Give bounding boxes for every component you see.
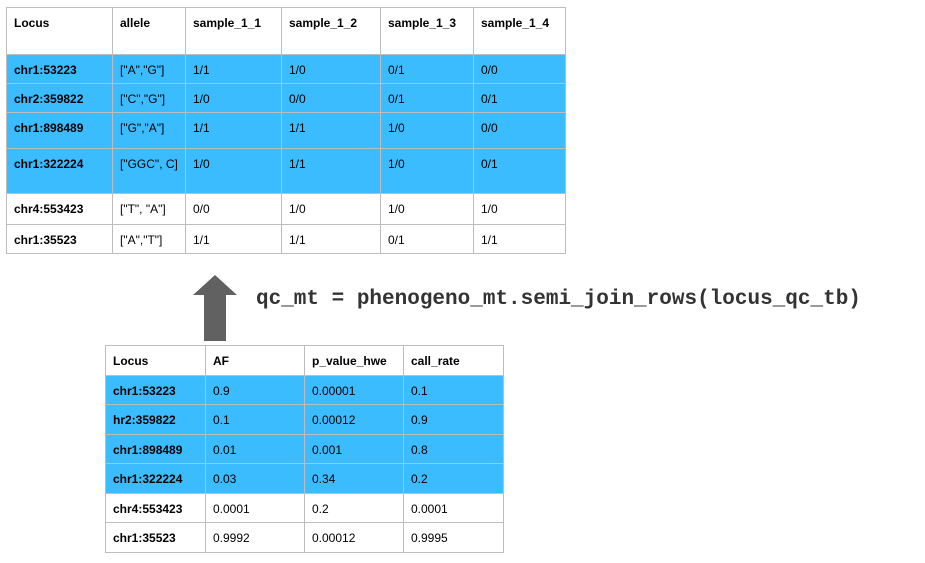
- genotype-cell: 1/0: [281, 54, 381, 84]
- genotype-cell: 1/1: [473, 224, 566, 254]
- table-row: chr1:322224 ["GGC", C] 1/0 1/1 1/0 0/1: [6, 148, 566, 194]
- locus-cell: chr1:35523: [105, 522, 206, 553]
- genotype-cell: 0/0: [473, 112, 566, 149]
- locus-cell: hr2:359822: [105, 404, 206, 435]
- column-header-sample-1-4: sample_1_4: [473, 7, 566, 55]
- table-row: chr1:322224 0.03 0.34 0.2: [105, 463, 504, 494]
- column-header-locus: Locus: [105, 345, 206, 376]
- table-row: chr1:898489 0.01 0.001 0.8: [105, 433, 504, 464]
- locus-cell: chr4:553423: [6, 193, 113, 225]
- locus-cell: chr4:553423: [105, 492, 206, 523]
- allele-cell: ["C","G"]: [112, 83, 186, 113]
- column-header-sample-1-1: sample_1_1: [185, 7, 282, 55]
- locus-cell: chr1:35523: [6, 224, 113, 254]
- table-row: hr2:359822 0.1 0.00012 0.9: [105, 404, 504, 435]
- af-cell: 0.9992: [205, 522, 305, 553]
- locus-cell: chr1:53223: [105, 374, 206, 405]
- af-cell: 0.03: [205, 463, 305, 494]
- genotype-cell: 1/0: [380, 112, 474, 149]
- call-rate-cell: 0.0001: [403, 492, 504, 523]
- column-header-allele: allele: [112, 7, 186, 55]
- allele-cell: ["A","G"]: [112, 54, 186, 84]
- genotype-cell: 0/1: [380, 83, 474, 113]
- table-row: chr4:553423 0.0001 0.2 0.0001: [105, 492, 504, 523]
- column-header-sample-1-3: sample_1_3: [380, 7, 474, 55]
- locus-cell: chr1:322224: [105, 463, 206, 494]
- genotype-cell: 1/1: [281, 112, 381, 149]
- genotype-cell: 0/1: [473, 83, 566, 113]
- up-arrow-icon: [193, 275, 237, 341]
- genotype-cell: 0/0: [185, 193, 282, 225]
- p-value-hwe-cell: 0.00012: [304, 522, 404, 553]
- semi-join-code-expression: qc_mt = phenogeno_mt.semi_join_rows(locu…: [256, 288, 861, 311]
- allele-cell: ["A","T"]: [112, 224, 186, 254]
- p-value-hwe-cell: 0.00001: [304, 374, 404, 405]
- call-rate-cell: 0.9: [403, 404, 504, 435]
- column-header-locus: Locus: [6, 7, 113, 55]
- call-rate-cell: 0.8: [403, 433, 504, 464]
- genotype-cell: 1/1: [281, 224, 381, 254]
- call-rate-cell: 0.2: [403, 463, 504, 494]
- table-row: chr1:35523 0.9992 0.00012 0.9995: [105, 522, 504, 553]
- table-header-row: Locus allele sample_1_1 sample_1_2 sampl…: [6, 7, 566, 55]
- genotype-cell: 1/1: [185, 224, 282, 254]
- af-cell: 0.0001: [205, 492, 305, 523]
- genotype-cell: 0/0: [473, 54, 566, 84]
- genotype-cell: 0/0: [281, 83, 381, 113]
- column-header-p-value-hwe: p_value_hwe: [304, 345, 404, 376]
- genotype-cell: 1/0: [380, 193, 474, 225]
- locus-cell: chr2:359822: [6, 83, 113, 113]
- table-header-row: Locus AF p_value_hwe call_rate: [105, 345, 504, 376]
- p-value-hwe-cell: 0.001: [304, 433, 404, 464]
- p-value-hwe-cell: 0.00012: [304, 404, 404, 435]
- genotype-cell: 1/0: [473, 193, 566, 225]
- genotype-cell: 1/0: [185, 148, 282, 194]
- allele-cell: ["T", "A"]: [112, 193, 186, 225]
- genotype-cell: 0/1: [380, 224, 474, 254]
- locus-qc-table: Locus AF p_value_hwe call_rate chr1:5322…: [105, 345, 504, 553]
- af-cell: 0.1: [205, 404, 305, 435]
- table-row: chr1:898489 ["G","A"] 1/1 1/1 1/0 0/0: [6, 112, 566, 149]
- table-row: chr2:359822 ["C","G"] 1/0 0/0 0/1 0/1: [6, 83, 566, 113]
- p-value-hwe-cell: 0.2: [304, 492, 404, 523]
- call-rate-cell: 0.1: [403, 374, 504, 405]
- genotype-cell: 1/1: [185, 112, 282, 149]
- genotype-cell: 1/0: [185, 83, 282, 113]
- column-header-call-rate: call_rate: [403, 345, 504, 376]
- genotype-matrix-table: Locus allele sample_1_1 sample_1_2 sampl…: [6, 7, 566, 254]
- genotype-cell: 1/1: [185, 54, 282, 84]
- af-cell: 0.9: [205, 374, 305, 405]
- genotype-cell: 1/0: [281, 193, 381, 225]
- call-rate-cell: 0.9995: [403, 522, 504, 553]
- locus-cell: chr1:322224: [6, 148, 113, 194]
- column-header-sample-1-2: sample_1_2: [281, 7, 381, 55]
- table-row: chr1:53223 ["A","G"] 1/1 1/0 0/1 0/0: [6, 54, 566, 84]
- af-cell: 0.01: [205, 433, 305, 464]
- locus-cell: chr1:53223: [6, 54, 113, 84]
- genotype-cell: 1/1: [281, 148, 381, 194]
- table-row: chr1:53223 0.9 0.00001 0.1: [105, 374, 504, 405]
- locus-cell: chr1:898489: [6, 112, 113, 149]
- p-value-hwe-cell: 0.34: [304, 463, 404, 494]
- allele-cell: ["G","A"]: [112, 112, 186, 149]
- allele-cell: ["GGC", C]: [112, 148, 186, 194]
- table-row: chr4:553423 ["T", "A"] 0/0 1/0 1/0 1/0: [6, 193, 566, 225]
- locus-cell: chr1:898489: [105, 433, 206, 464]
- genotype-cell: 0/1: [473, 148, 566, 194]
- genotype-cell: 0/1: [380, 54, 474, 84]
- column-header-af: AF: [205, 345, 305, 376]
- table-row: chr1:35523 ["A","T"] 1/1 1/1 0/1 1/1: [6, 224, 566, 254]
- genotype-cell: 1/0: [380, 148, 474, 194]
